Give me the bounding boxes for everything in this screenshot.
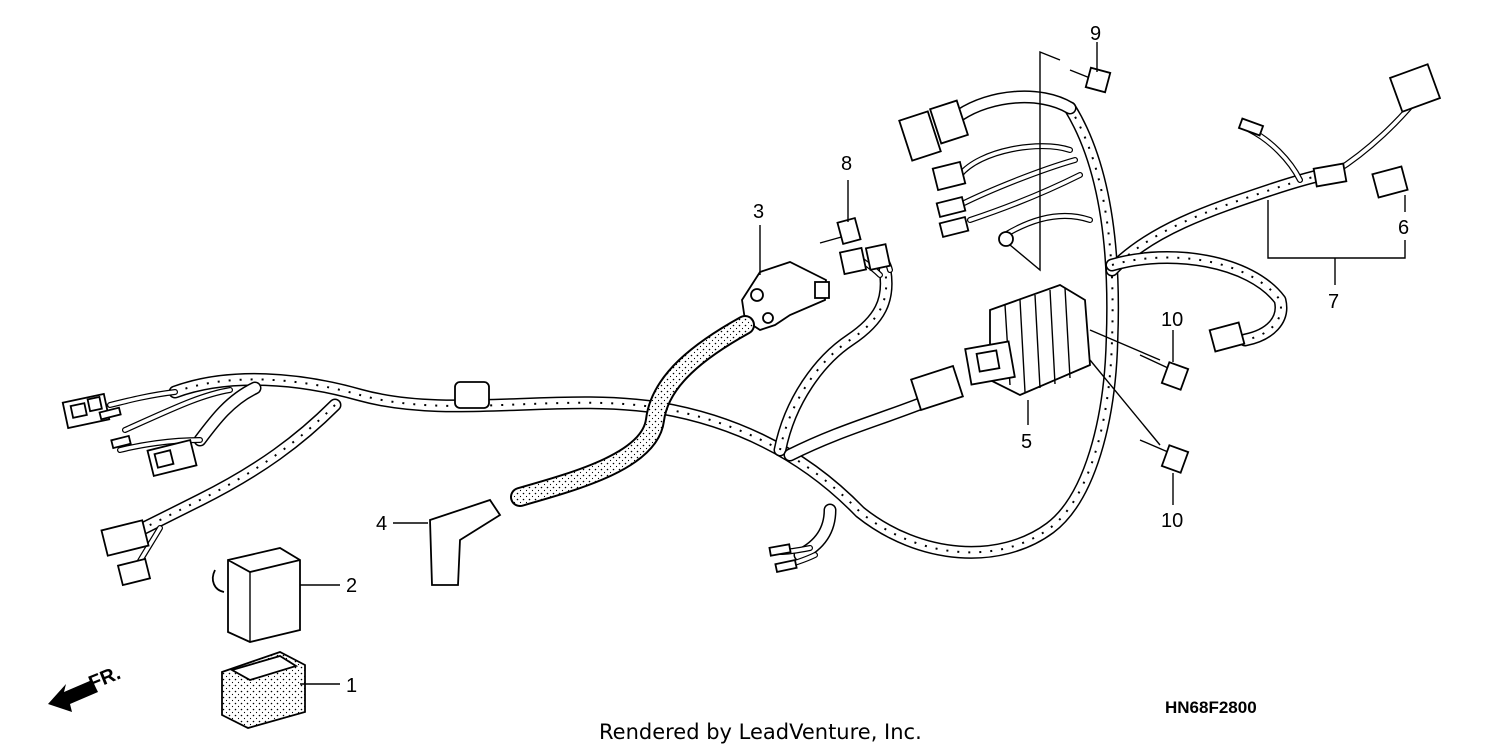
callout-10-upper: 10 [1161,309,1183,331]
callout-labels: 1 2 3 4 5 6 7 8 9 10 10 [346,23,1409,697]
callout-1: 1 [346,675,357,697]
callout-4: 4 [376,513,387,535]
callout-2: 2 [346,575,357,597]
front-label: FR. [86,662,124,694]
bolts [819,66,1190,474]
spark-plug-cap [429,315,755,586]
callout-5: 5 [1021,431,1032,453]
diagram-code: HN68F2800 [1165,698,1257,717]
callout-3: 3 [753,201,764,223]
ignition-coil [741,261,830,331]
starter-relay [211,547,301,643]
main-wire-harness [133,90,1342,562]
render-credit: Rendered by LeadVenture, Inc. [599,720,922,744]
regulator-rectifier [964,284,1091,396]
front-direction-indicator: FR. [48,662,124,712]
front-arrow-icon [48,680,98,712]
callout-9: 9 [1090,23,1101,45]
leader-lines [300,42,1406,685]
callout-10-lower: 10 [1161,510,1183,532]
relay-cover [221,651,306,729]
callout-7: 7 [1328,291,1339,313]
connectors [61,63,1442,587]
callout-8: 8 [841,153,852,175]
callout-6: 6 [1398,217,1409,239]
